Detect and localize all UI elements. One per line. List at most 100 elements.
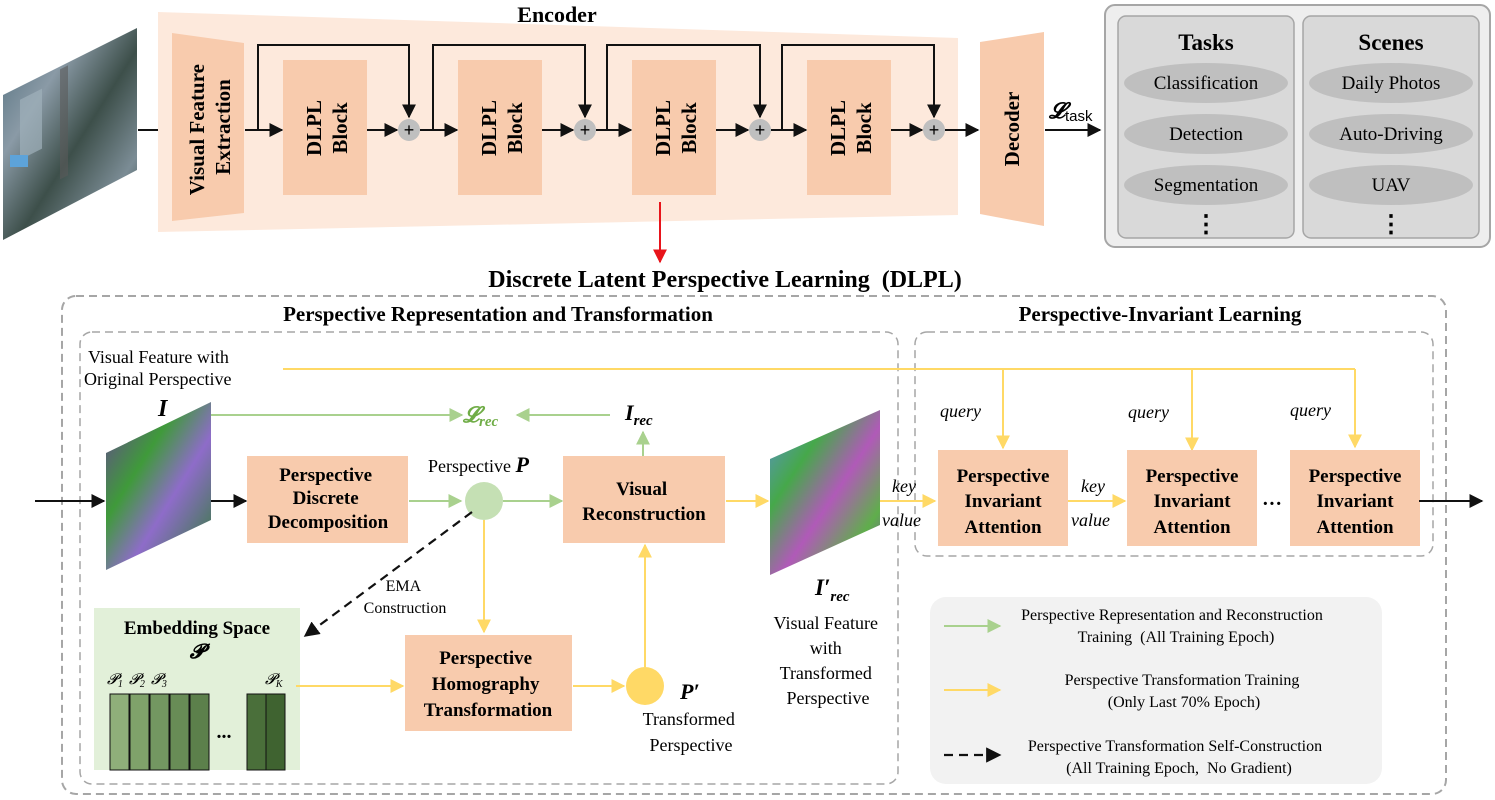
key-label-1: key [892, 476, 916, 496]
legend-yellow-text: Perspective Transformation Training (Onl… [1065, 672, 1304, 711]
input-aerial-image [3, 28, 137, 240]
skip-connection [257, 44, 416, 130]
dlpl-block-label: DLPLBlock [302, 100, 352, 156]
visual-reconstruction-block [563, 456, 725, 543]
pia-ellipsis: ··· [1262, 493, 1282, 515]
scenes-item: Daily Photos [1342, 73, 1441, 94]
symbol-I: I [157, 396, 169, 422]
prt-frame [79, 331, 899, 785]
encoder-title: Encoder [517, 2, 597, 27]
embedding-bar [129, 693, 150, 771]
perspective-P-label: Perspective P [428, 452, 529, 477]
aerial-road [60, 65, 68, 180]
loss-rec: 𝓛rec [462, 402, 498, 430]
decoder-block [980, 32, 1044, 226]
scenes-title: Scenes [1358, 30, 1423, 55]
decoder-label: Decoder [1000, 92, 1024, 167]
pht-label: Perspective Homography Transformation [424, 648, 553, 721]
embedding-bar [169, 693, 190, 771]
legend-panel [930, 597, 1382, 784]
add-node-label: + [580, 120, 591, 140]
tasks-item-bg [1124, 165, 1288, 205]
dlpl-block-label: DLPLBlock [477, 100, 527, 156]
skip-connection [781, 44, 941, 130]
feature-extraction-label: Visual Feature Extraction [185, 59, 235, 196]
tasks-more: ⋮ [1194, 212, 1218, 238]
query-label-3: query [1290, 400, 1331, 420]
pia-block [1290, 450, 1420, 546]
skip-connection [432, 44, 592, 130]
scenes-item-bg [1309, 114, 1473, 154]
scenes-item: UAV [1372, 175, 1411, 196]
ema-label: EMA Construction [364, 578, 447, 617]
aerial-blue-roof [10, 155, 28, 167]
value-label-2: value [1071, 510, 1110, 530]
symbol-I-rec: Irec [624, 400, 653, 429]
dlpl-title: Discrete Latent Perspective Learning (DL… [488, 267, 961, 293]
embedding-space-title: Embedding Space [124, 618, 270, 639]
dlpl-block [632, 60, 716, 195]
legend-dashed-text: Perspective Transformation Self-Construc… [1028, 738, 1322, 777]
tasks-item-bg [1124, 63, 1288, 103]
feature-map-I-rec-prime [770, 410, 880, 575]
legend-green-text: Perspective Representation and Reconstru… [1021, 607, 1323, 646]
add-node [749, 119, 771, 141]
add-node [923, 119, 945, 141]
add-node-label: + [755, 120, 766, 140]
key-label-2: key [1081, 476, 1105, 496]
dlpl-blocks: DLPLBlock + DLPLBlock + DLPLBlock + DLPLBlock + [245, 44, 980, 195]
dlpl-block [807, 60, 891, 195]
dlpl-outer-frame [61, 295, 1447, 795]
ppd-block [247, 456, 408, 543]
dlpl-block-label: DLPLBlock [826, 100, 876, 156]
pil-title: Perspective-Invariant Learning [1019, 302, 1302, 326]
pia-block [1127, 450, 1257, 546]
scenes-item: Auto-Driving [1339, 124, 1443, 145]
query-label-2: query [1128, 402, 1169, 422]
tasks-title: Tasks [1178, 30, 1233, 55]
pia-block [938, 450, 1068, 546]
dlpl-block [283, 60, 367, 195]
scenes-item-bg [1309, 165, 1473, 205]
transformed-perspective-label: Transformed Perspective [643, 709, 740, 755]
add-node-label: + [404, 120, 415, 140]
prt-title: Perspective Representation and Transform… [283, 302, 713, 326]
visual-reconstruction-label: Visual Reconstruction [582, 479, 706, 525]
scenes-more: ⋮ [1379, 212, 1403, 238]
p-prime-label: P′ [679, 679, 700, 704]
perspective-P-node [465, 482, 503, 520]
embedding-bar [265, 693, 286, 771]
tasks-item-bg [1124, 114, 1288, 154]
query-label-1: query [940, 401, 981, 421]
tasks-item: Detection [1169, 124, 1243, 145]
embedding-bars [109, 693, 286, 771]
tasks-item: Classification [1154, 73, 1259, 94]
pht-block [405, 635, 572, 731]
embedding-bar [109, 693, 130, 771]
p-prime-node [626, 667, 664, 705]
visual-feature-orig-label: Visual Feature with Original Perspective [84, 347, 233, 389]
embedding-bar [246, 693, 267, 771]
symbol-I-rec-prime: I′rec [814, 575, 850, 605]
aerial-building [20, 88, 42, 160]
add-node [574, 119, 596, 141]
skip-connection [606, 44, 767, 130]
add-node-label: + [929, 120, 940, 140]
feature-map-I [106, 402, 211, 570]
loss-task: 𝓛task [1048, 98, 1093, 125]
embedding-bar [189, 693, 210, 771]
ppd-label: Perspective Discrete Decomposition [268, 465, 389, 533]
visual-feature-trans-label: Visual Feature with Transformed Perspect… [774, 613, 883, 708]
embedding-ellipsis: ... [217, 721, 232, 743]
value-label-1: value [882, 510, 921, 530]
ema-dashed-arrow [303, 511, 473, 637]
dlpl-block-label: DLPLBlock [651, 100, 701, 156]
add-node [398, 119, 420, 141]
